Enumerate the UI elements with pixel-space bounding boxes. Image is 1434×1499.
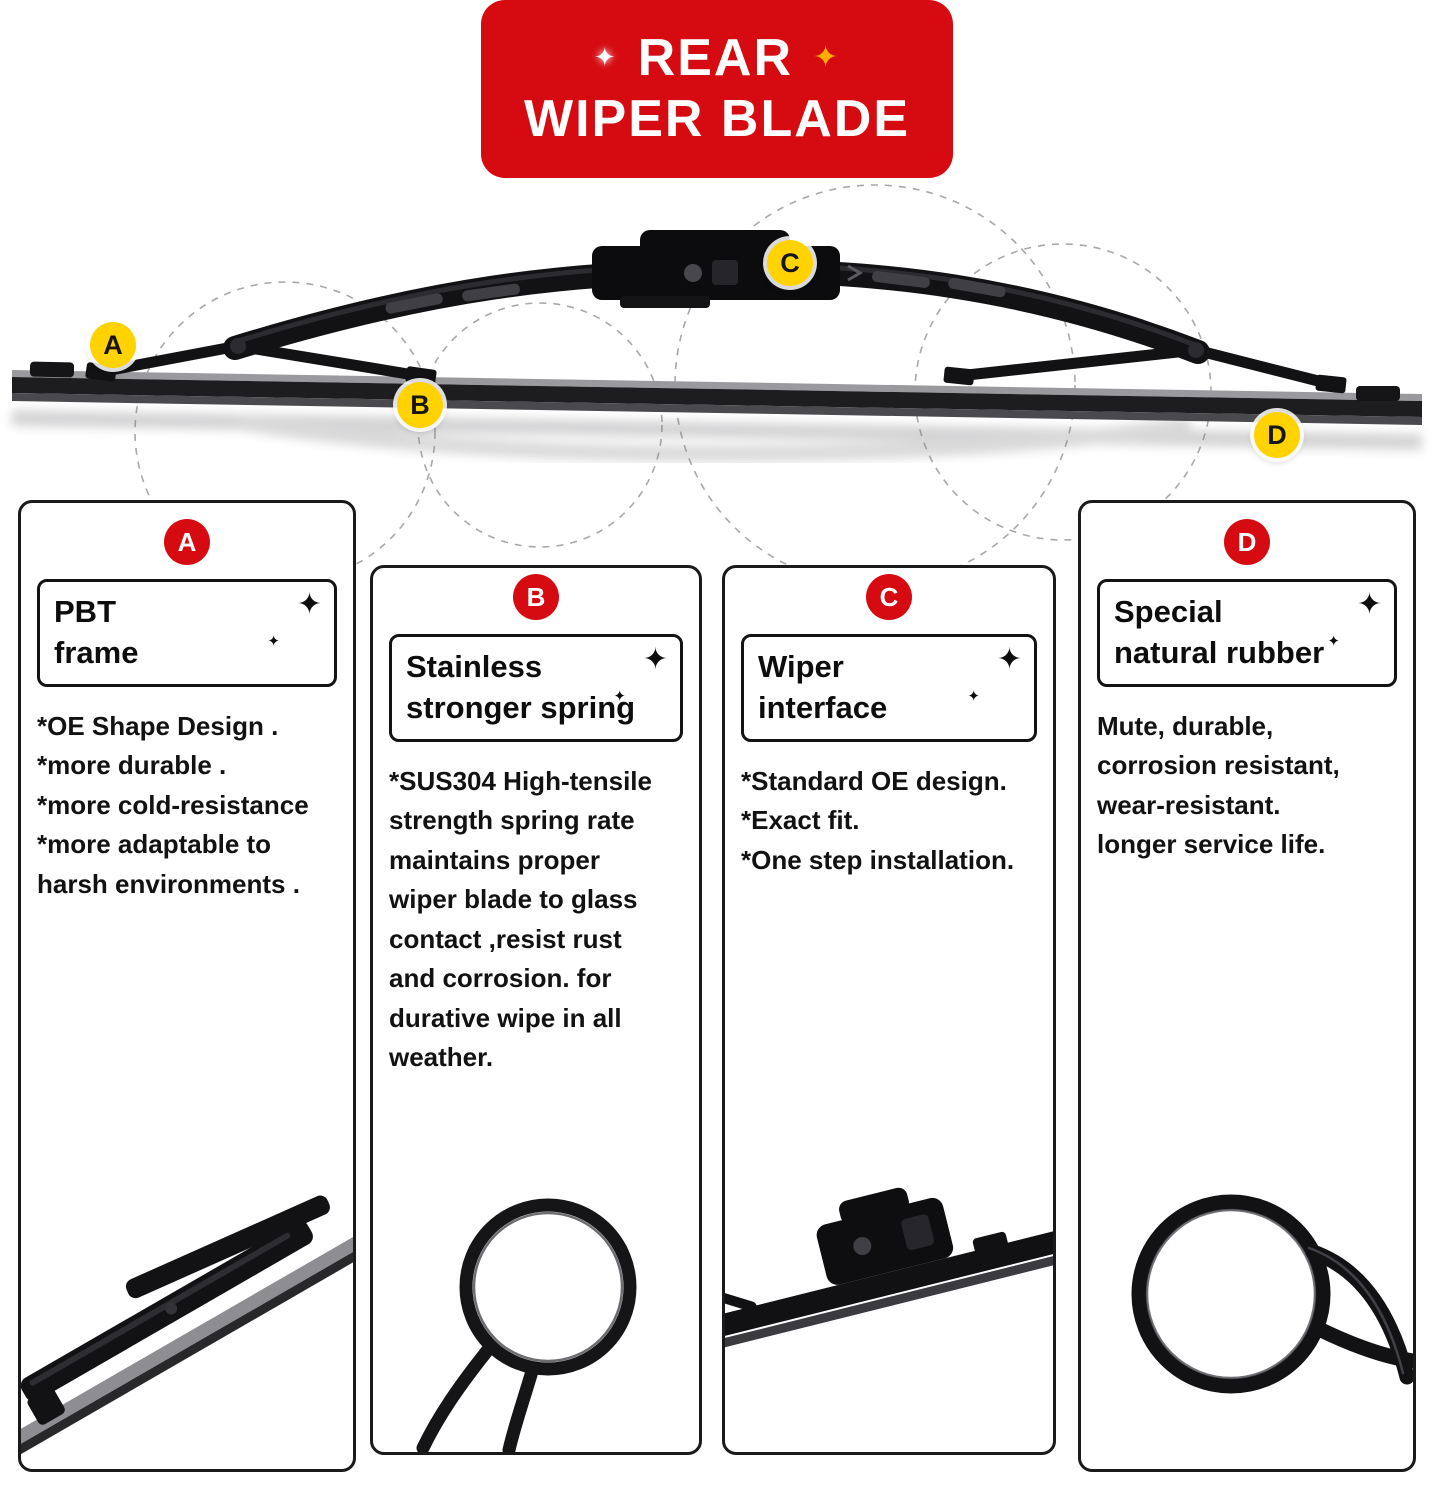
sparkle-icon: ✦ — [267, 632, 280, 650]
banner-title-wiper-blade: WIPER BLADE — [524, 90, 910, 148]
blade-callout-d: D — [1254, 412, 1300, 458]
rear-wiper-blade-photo — [12, 230, 1422, 462]
panel-title: Stainless stronger spring — [406, 649, 636, 725]
panel-title-box: Special natural rubber ✦ ✦ — [1097, 579, 1397, 687]
blade-callout-a: A — [90, 322, 136, 368]
panel-description: *SUS304 High-tensile strength spring rat… — [389, 765, 652, 1073]
blade-callout-b: B — [397, 382, 443, 428]
sparkle-icon: ✦ — [296, 587, 322, 622]
panel-title: Wiper interface — [758, 649, 888, 725]
banner: ✦ REAR ✦ WIPER BLADE — [481, 0, 953, 178]
rubber-strip-photo — [1081, 1109, 1413, 1469]
sparkle-icon: ✦ — [613, 687, 626, 705]
feature-panel-c: C Wiper interface ✦ ✦ *Standard OE desig… — [722, 565, 1056, 1455]
sparkle-icon: ✦ — [967, 687, 980, 705]
sparkle-icon: ✦ — [996, 642, 1022, 677]
sparkle-icon: ✦ — [1327, 632, 1340, 650]
panel-title: Special natural rubber — [1114, 594, 1325, 670]
panel-description: Mute, durable, corrosion resistant, wear… — [1097, 710, 1340, 860]
blade-callout-c: C — [767, 240, 813, 286]
sparkle-icon: ✦ — [813, 40, 841, 76]
feature-panel-a: A PBT frame ✦ ✦ *OE Shape Design . *more… — [18, 500, 356, 1472]
pbt-frame-photo — [21, 1139, 353, 1469]
panel-title-box: PBT frame ✦ ✦ — [37, 579, 337, 687]
panel-description: *OE Shape Design . *more durable . *more… — [37, 710, 309, 899]
panel-badge-c: C — [866, 574, 912, 620]
panel-title-box: Stainless stronger spring ✦ ✦ — [389, 634, 683, 742]
panel-title-box: Wiper interface ✦ ✦ — [741, 634, 1037, 742]
banner-line-2: WIPER BLADE — [524, 89, 910, 150]
banner-line-1: ✦ REAR ✦ — [594, 28, 840, 89]
panel-badge-a: A — [164, 519, 210, 565]
sparkle-icon: ✦ — [593, 43, 618, 74]
blade-connector — [592, 230, 863, 308]
sparkle-icon: ✦ — [642, 642, 668, 677]
feature-panel-b: B Stainless stronger spring ✦ ✦ *SUS304 … — [370, 565, 702, 1455]
sparkle-icon: ✦ — [1356, 587, 1382, 622]
panel-title: PBT frame — [54, 594, 139, 670]
feature-panel-d: D Special natural rubber ✦ ✦ Mute, durab… — [1078, 500, 1416, 1472]
panel-badge-b: B — [513, 574, 559, 620]
wiper-connector-photo — [725, 1072, 1053, 1452]
banner-title-rear: REAR — [637, 28, 793, 87]
panel-description: *Standard OE design. *Exact fit. *One st… — [741, 765, 1015, 875]
spring-steel-photo — [373, 1152, 699, 1452]
panel-badge-d: D — [1224, 519, 1270, 565]
